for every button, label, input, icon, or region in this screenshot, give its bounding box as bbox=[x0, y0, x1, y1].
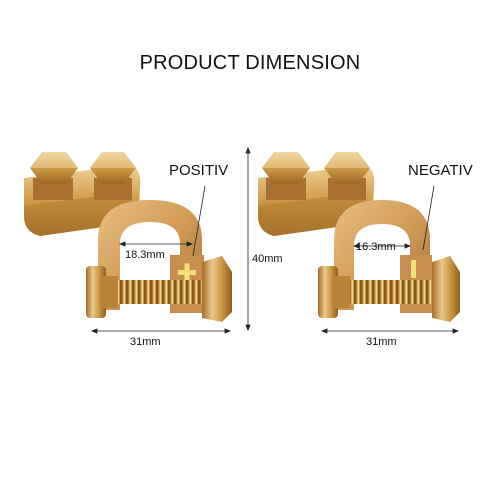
positive-top-bolt-left bbox=[30, 152, 78, 200]
positive-thread-bolt bbox=[118, 280, 202, 304]
page-title: PRODUCT DIMENSION bbox=[139, 52, 361, 74]
negative-nut bbox=[432, 256, 460, 322]
positive-clamp bbox=[98, 200, 202, 310]
positive-top-bolt-right bbox=[90, 152, 136, 200]
minus-sign-icon bbox=[411, 260, 416, 278]
positive-terminal bbox=[24, 152, 232, 322]
positive-label: POSITIV bbox=[169, 162, 229, 179]
negative-inner-width-label: 16.3mm bbox=[356, 241, 396, 253]
negative-label-pointer bbox=[422, 185, 435, 251]
negative-thread-bolt bbox=[350, 280, 432, 304]
positive-nut bbox=[202, 256, 232, 322]
positive-inner-width-label: 18.3mm bbox=[125, 249, 165, 261]
negative-top-bolt-right bbox=[324, 152, 370, 200]
negative-clamp bbox=[334, 200, 430, 310]
negative-label: NEGATIV bbox=[408, 162, 473, 179]
negative-width-label: 31mm bbox=[366, 336, 397, 348]
positive-label-pointer bbox=[192, 185, 206, 257]
negative-terminal bbox=[258, 152, 460, 322]
height-label: 40mm bbox=[252, 253, 283, 265]
negative-top-bolt-left bbox=[262, 152, 310, 200]
positive-width-label: 31mm bbox=[130, 336, 161, 348]
